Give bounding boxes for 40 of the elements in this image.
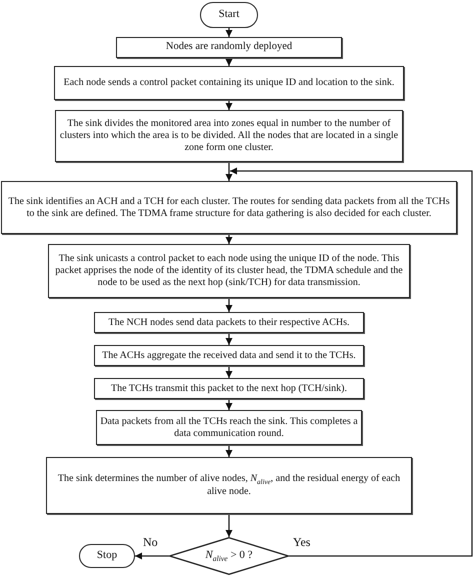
- step-text: Nodes are randomly deployed: [166, 41, 292, 54]
- process-box: [54, 66, 404, 100]
- step-text: Data packets from all the TCHs reach the sink. This completes a data communication round.: [100, 416, 358, 440]
- process-box: [1, 181, 457, 234]
- edge-label: No: [142, 536, 159, 550]
- step-text: The sink identifies an ACH and a TCH for each cluster. The routes for sending data packets from all the TCHs to the sink are defined. The TDMA frame structure for data gathering is also decided for each cluster.: [7, 196, 451, 220]
- process-box: [96, 410, 362, 445]
- step-text: Stop: [96, 549, 118, 563]
- step-text: Start: [218, 8, 240, 22]
- arrow: [135, 552, 169, 560]
- terminal-box: [79, 544, 135, 568]
- arrow: [226, 28, 232, 37]
- step-text: The NCH nodes send data packets to their respective ACHs.: [108, 316, 350, 328]
- arrow: [226, 333, 232, 345]
- step-text: The sink divides the monitored area into zones equal in number to the number of clusters into which the area is to be divided. All the nodes that are located in a single zone form one cluster.: [59, 118, 399, 154]
- arrow: [226, 445, 232, 457]
- process-box: [94, 345, 364, 366]
- process-box: [46, 457, 412, 514]
- arrow: [226, 514, 232, 537]
- step-text: The TCHs transmit this packet to the next hop (TCH/sink).: [111, 382, 347, 394]
- step-text: The sink unicasts a control packet to each node using the unique ID of the node. This packet apprises the node of the identity of its cluster head, the TDMA schedule and the node to be used as the next hop (sink/TCH) for data transmission.: [54, 253, 404, 289]
- arrow: [226, 162, 232, 181]
- edge-label: Yes: [292, 536, 312, 550]
- process-box: [94, 312, 364, 333]
- arrow: [226, 58, 232, 66]
- process-box: [94, 378, 364, 399]
- step-text: The ACHs aggregate the received data and send it to the TCHs.: [102, 350, 356, 362]
- terminal-box: [200, 2, 258, 28]
- arrow: [226, 100, 232, 110]
- arrow: [226, 366, 232, 378]
- condition-text: N$_{alive}$ > 0 ?: [205, 548, 253, 564]
- arrow: [226, 399, 232, 410]
- process-box: [116, 37, 342, 58]
- arrow: [226, 298, 232, 312]
- process-box: [55, 110, 403, 162]
- step-text: The sink determines the number of alive nodes, N$_{alive}$, and the residual energy of each alive node.: [56, 472, 402, 498]
- process-box: [48, 244, 410, 298]
- step-text: Each node sends a control packet containing its unique ID and location to the sink.: [64, 77, 394, 89]
- arrow: [230, 168, 473, 557]
- arrow: [226, 234, 232, 244]
